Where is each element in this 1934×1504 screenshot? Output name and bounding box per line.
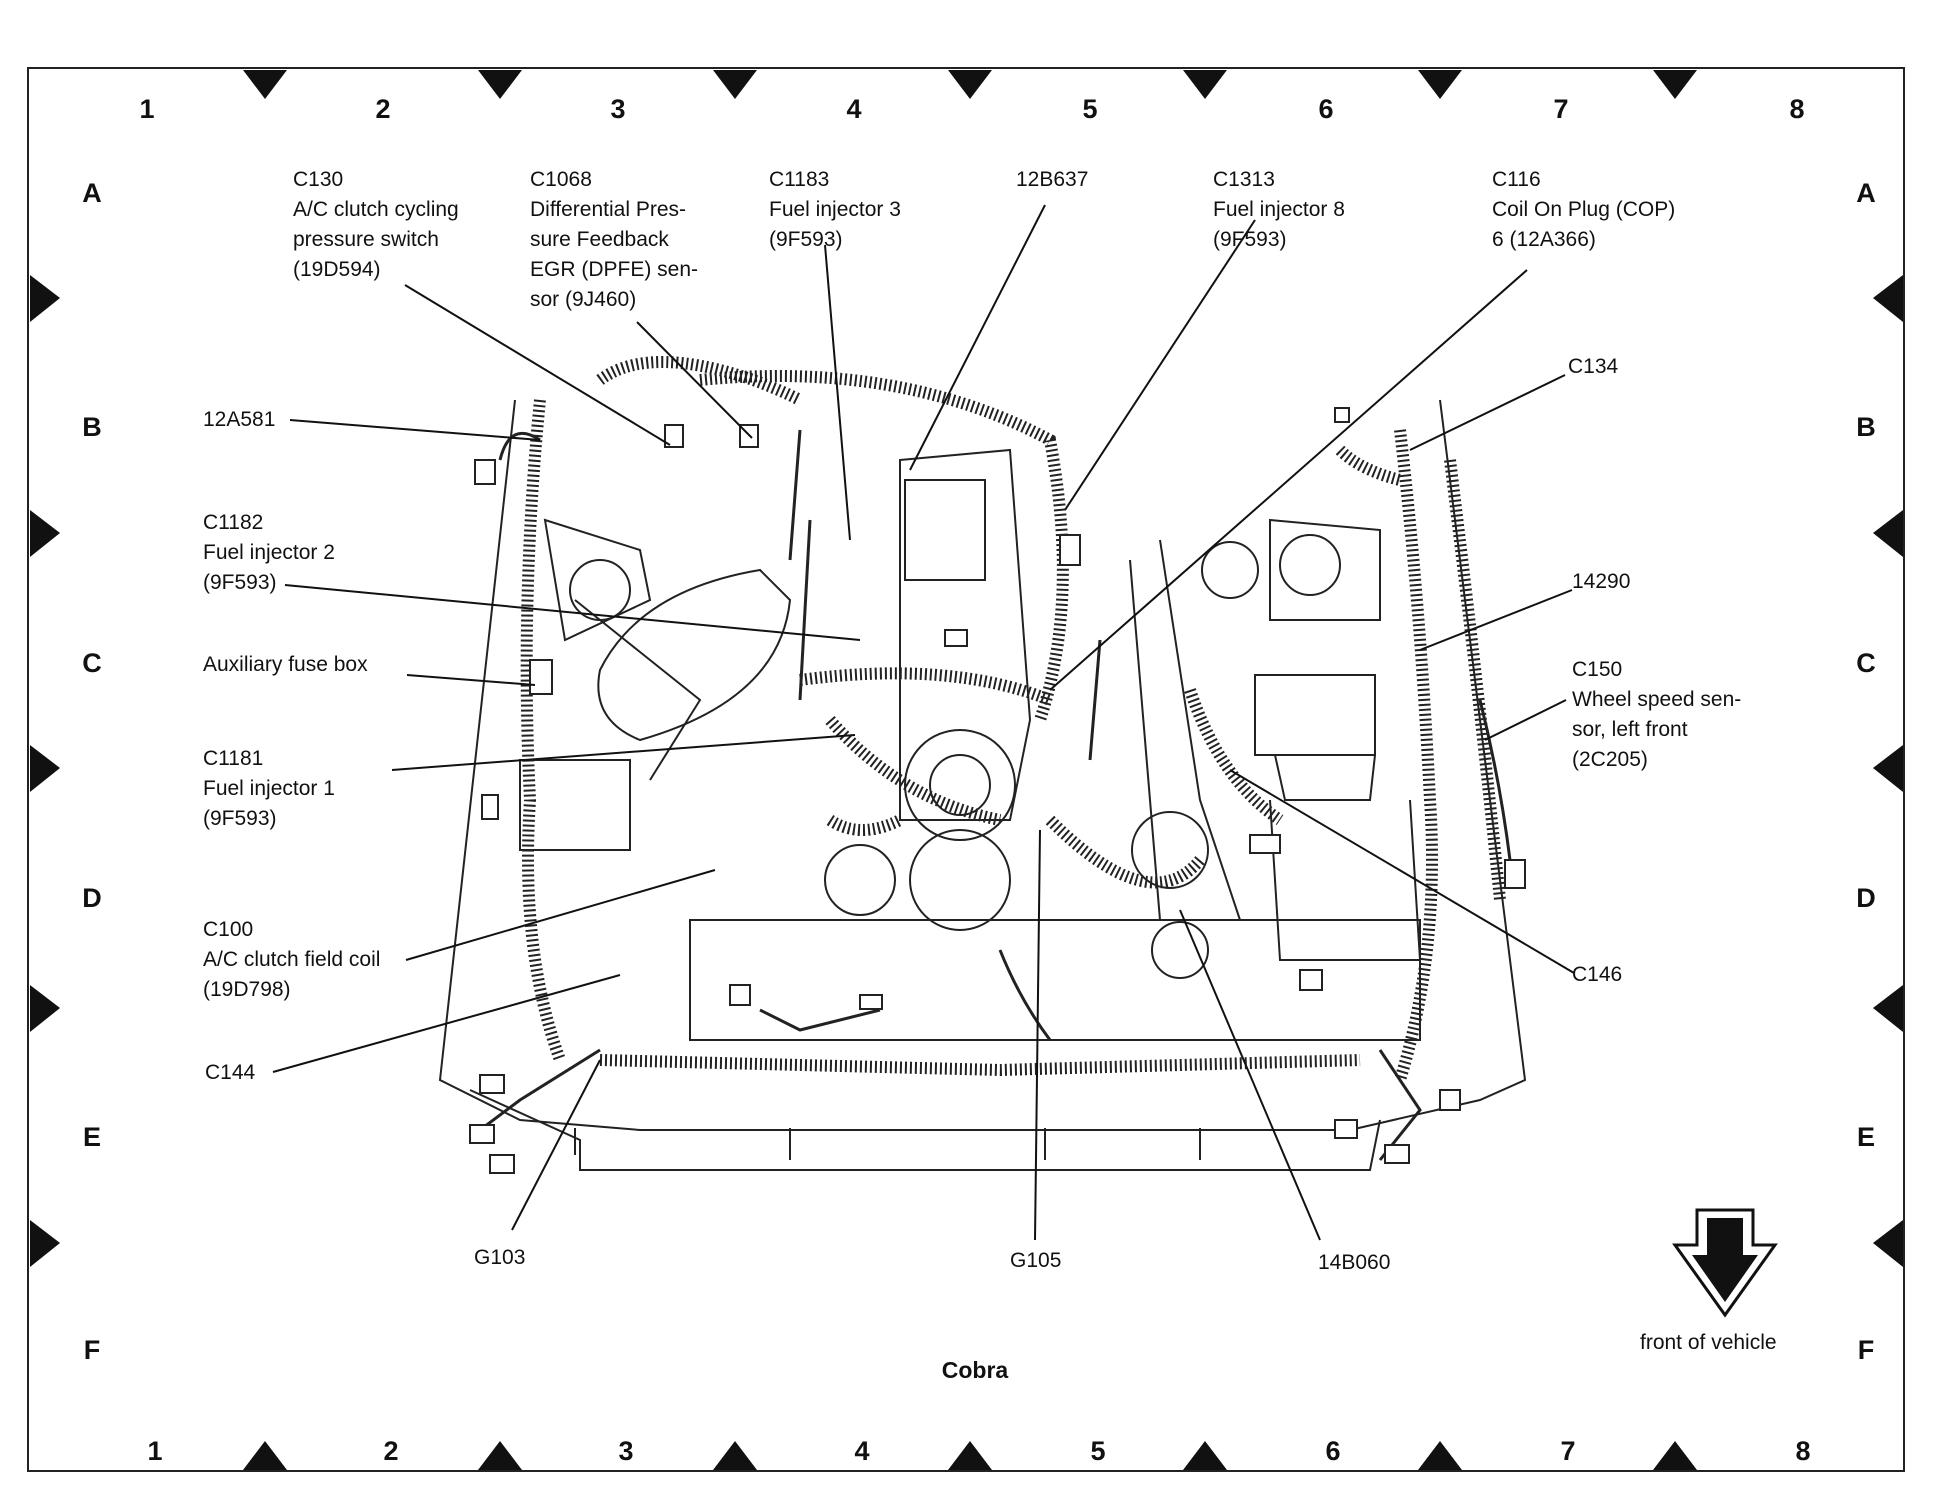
leader-lines [272, 204, 1575, 1241]
grid-col-top-2: 2 [375, 94, 391, 124]
grid-row-left-b: B [82, 412, 102, 442]
grid-col-top-7: 7 [1553, 94, 1569, 124]
callout-c1181: C1181 Fuel injector 1 (9F593) [203, 747, 335, 830]
callout-c100: C100 A/C clutch field coil (19D798) [203, 918, 381, 1001]
front-of-vehicle-label: front of vehicle [1640, 1331, 1777, 1354]
grid-col-top-3: 3 [610, 94, 626, 124]
grid-row-left-d: D [82, 883, 102, 913]
grid-col-bottom-6: 6 [1325, 1436, 1341, 1466]
diagram-title: Cobra [941, 1357, 1009, 1383]
grid-row-right-b: B [1856, 412, 1876, 442]
grid-col-bottom-1: 1 [147, 1436, 163, 1466]
callout-14290: 14290 [1572, 570, 1631, 593]
engine-bay-outline [438, 399, 1527, 1171]
callout-auxiliary-fuse-box: Auxiliary fuse box [203, 653, 368, 676]
callout-c116: C116 Coil On Plug (COP) 6 (12A366) [1492, 168, 1676, 251]
callout-12b637: 12B637 [1016, 168, 1089, 191]
grid-col-bottom-3: 3 [618, 1436, 634, 1466]
grid-row-right-a: A [1856, 178, 1876, 208]
wiring-harness [520, 356, 1506, 1082]
grid-col-bottom-7: 7 [1560, 1436, 1576, 1466]
grid-row-right-f: F [1857, 1335, 1875, 1365]
diagram-frame [27, 67, 1905, 1472]
callout-g105: G105 [1010, 1249, 1062, 1272]
grid-row-right-c: C [1856, 648, 1876, 678]
callout-c144: C144 [205, 1061, 256, 1084]
grid-row-right-d: D [1856, 883, 1876, 913]
callout-c1182: C1182 Fuel injector 2 (9F593) [203, 511, 335, 594]
grid-row-left-a: A [82, 178, 102, 208]
callout-c1313: C1313 Fuel injector 8 (9F593) [1213, 168, 1345, 251]
callout-12a581: 12A581 [203, 408, 276, 431]
grid-col-top-4: 4 [846, 94, 862, 124]
connectors [469, 407, 1526, 1174]
callout-c1183: C1183 Fuel injector 3 (9F593) [769, 168, 901, 251]
wires [479, 429, 1512, 1161]
grid-col-top-1: 1 [139, 94, 155, 124]
grid-col-bottom-2: 2 [383, 1436, 399, 1466]
grid-col-top-6: 6 [1318, 94, 1334, 124]
callout-c1068: C1068 Differential Pres- sure Feedback E… [530, 168, 699, 311]
grid-col-bottom-5: 5 [1090, 1436, 1106, 1466]
grid-ticks [30, 70, 1903, 1470]
callout-c150: C150 Wheel speed sen- sor, left front (2… [1572, 658, 1742, 771]
grid-col-bottom-8: 8 [1795, 1436, 1811, 1466]
callout-c134: C134 [1568, 355, 1619, 378]
grid-col-bottom-4: 4 [854, 1436, 870, 1466]
grid-col-top-8: 8 [1789, 94, 1805, 124]
grid-col-top-5: 5 [1082, 94, 1098, 124]
grid-row-left-e: E [82, 1122, 102, 1152]
callout-c146: C146 [1572, 963, 1623, 986]
front-arrow-icon [1672, 1208, 1778, 1318]
grid-row-left-f: F [83, 1335, 101, 1365]
callout-g103: G103 [474, 1246, 526, 1269]
callout-c130: C130 A/C clutch cycling pressure switch … [293, 168, 459, 281]
grid-row-right-e: E [1856, 1122, 1876, 1152]
callout-14b060: 14B060 [1318, 1251, 1391, 1274]
grid-row-left-c: C [82, 648, 102, 678]
